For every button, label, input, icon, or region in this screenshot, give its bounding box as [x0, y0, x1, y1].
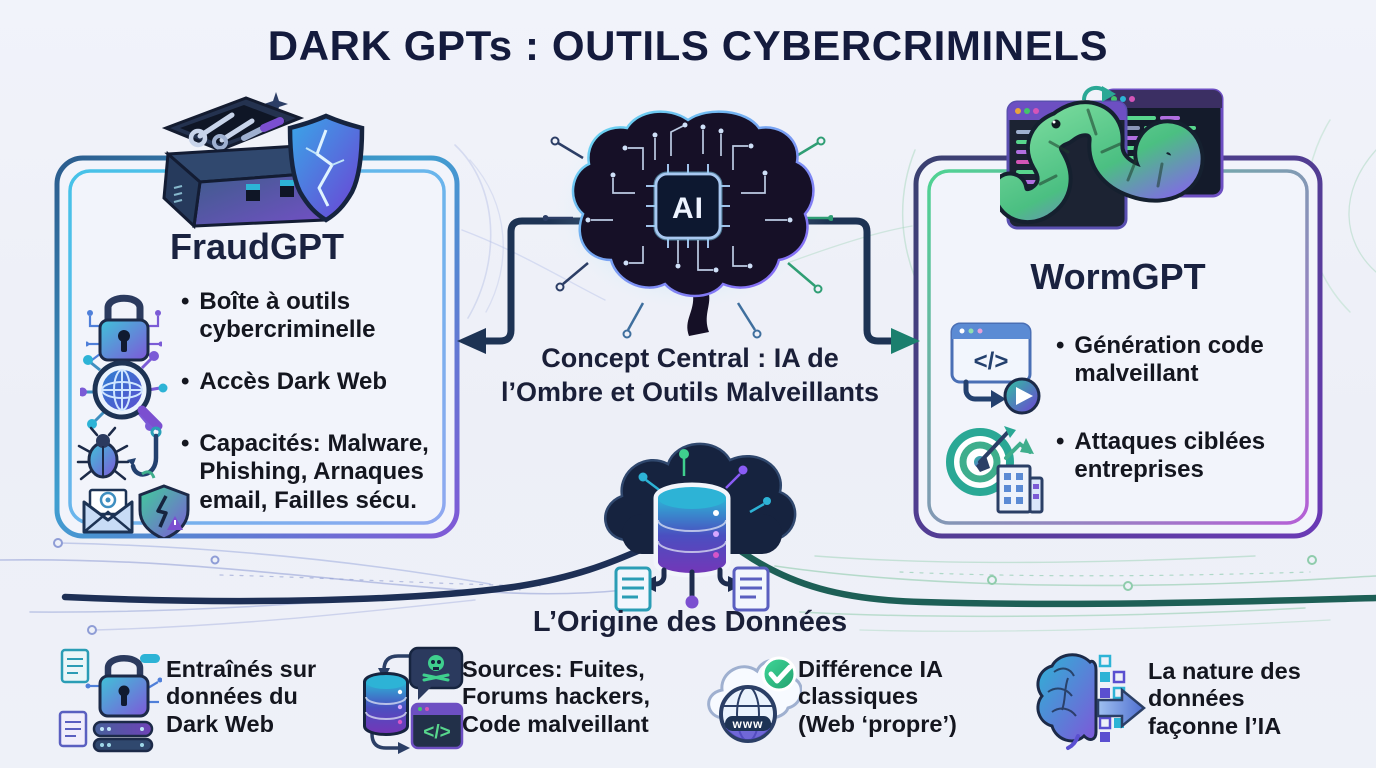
- connector-right: [718, 217, 920, 354]
- bullet-label: Attaques ciblées entreprises: [1074, 428, 1266, 484]
- footer-item-3-label: Différence IA classiques (Web ‘propre’): [798, 656, 957, 737]
- www-badge: www: [731, 717, 763, 731]
- wormgpt-bullet-2: • Attaques ciblées entreprises: [1056, 428, 1266, 484]
- footer-item-2-label: Sources: Fuites, Forums hackers, Code ma…: [462, 656, 651, 737]
- dark-web-search-icon: [80, 346, 168, 436]
- bug-icon: [76, 426, 130, 481]
- clean-web-icon: www: [702, 648, 802, 752]
- ai-chip-icon: [654, 172, 722, 240]
- connector-left: [457, 217, 664, 354]
- code-generation-icon: </>: [946, 316, 1046, 416]
- fraudgpt-heading: FraudGPT: [169, 226, 344, 267]
- arrow-right-icon: [1096, 687, 1146, 729]
- hacker-sources-icon: </>: [360, 646, 466, 756]
- bullet-label: Boîte à outils cybercriminelle: [199, 288, 376, 344]
- cracked-shield-icon: [287, 113, 365, 223]
- worm-code-icon: [1000, 84, 1230, 256]
- threat-set-icon: [76, 424, 190, 538]
- code-glyph: </>: [974, 348, 1009, 375]
- central-concept-caption: Concept Central : IA de l’Ombre et Outil…: [500, 343, 880, 407]
- ai-brain-icon: AI: [543, 98, 833, 343]
- stream-lines-left: [0, 144, 644, 635]
- ai-chip-label: AI: [672, 192, 704, 225]
- origin-caption: L’Origine des Données: [532, 606, 848, 638]
- bullet-label: Génération code malveillant: [1074, 332, 1264, 388]
- cloud-database-icon: [588, 418, 798, 612]
- fraudgpt-bullet-3: • Capacités: Malware, Phishing, Arnaques…: [181, 430, 429, 514]
- data-shapes-ai-icon: [1034, 648, 1146, 752]
- wormgpt-heading: WormGPT: [1030, 256, 1206, 297]
- footer-item-1-label: Entraînés sur données du Dark Web: [166, 656, 317, 737]
- worm-body: [1000, 100, 1205, 224]
- bullet-label: Capacités: Malware, Phishing, Arnaques e…: [199, 430, 429, 514]
- dark-web-training-icon: [56, 646, 162, 756]
- targeted-attack-icon: [942, 416, 1044, 516]
- footer-item-4-label: La nature des données façonne l’IA: [1148, 658, 1301, 739]
- page-title: DARK GPTs : OUTILS CYBERCRIMINELS: [267, 22, 1109, 69]
- phishing-hook-icon: [127, 426, 162, 479]
- bullet-label: Accès Dark Web: [199, 368, 388, 395]
- stream-lines-right: [738, 119, 1376, 632]
- fraudgpt-bullet-1: • Boîte à outils cybercriminelle: [181, 288, 376, 344]
- sparkle-icon: [264, 92, 288, 116]
- code-glyph: </>: [423, 722, 450, 743]
- check-icon: [761, 656, 797, 692]
- breach-shield-icon: [138, 484, 190, 538]
- arrow-left-icon: [457, 328, 486, 354]
- fraudgpt-bullet-2: • Accès Dark Web: [181, 368, 388, 395]
- arrow-right-icon: [891, 328, 920, 354]
- phishing-email-icon: [82, 488, 134, 534]
- toolbox-shield-icon: [148, 88, 370, 246]
- wormgpt-bullet-1: • Génération code malveillant: [1056, 332, 1264, 388]
